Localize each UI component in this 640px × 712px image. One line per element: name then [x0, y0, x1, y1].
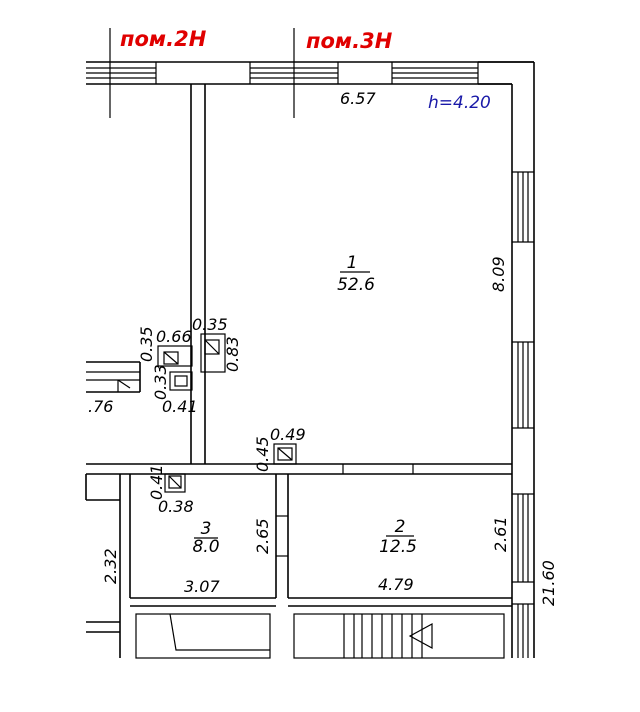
room2-number: 2: [395, 517, 406, 537]
premise-2n-label: пом.2Н: [120, 27, 207, 51]
dim-shaft-e-width: 0.38: [158, 497, 194, 516]
shaft-b: [157, 345, 193, 367]
stair-fixture: [135, 613, 505, 659]
dim-room1-height: 8.09: [489, 256, 508, 292]
top-wall: [86, 61, 534, 85]
dim-shaft-d-width: 0.49: [270, 425, 306, 444]
room1-area: 52.6: [337, 275, 375, 295]
shaft-e: [164, 473, 186, 493]
dim-overall: 21.60: [539, 560, 558, 606]
window-right-4: [512, 603, 534, 658]
room3-number: 3: [201, 519, 212, 539]
window-top-right: [391, 62, 479, 84]
dim-room3-width: 3.07: [184, 577, 220, 596]
dim-shaft-a-width: 0.35: [192, 315, 228, 334]
shaft-a: [200, 333, 226, 373]
dim-shaft-d-height: 0.45: [253, 436, 272, 472]
room1-bottom-wall: [86, 463, 512, 475]
room1-number: 1: [347, 253, 358, 273]
ceiling-height-label: h=4.20: [428, 93, 491, 113]
room1-left-wall: [190, 84, 206, 464]
window-right-2: [512, 341, 534, 429]
dim-shaft-e-height: 0.41: [147, 464, 166, 500]
dim-room2-width: 4.79: [378, 575, 414, 594]
shaft-d: [273, 443, 297, 465]
room2-area: 12.5: [379, 537, 417, 557]
room3-area: 8.0: [192, 537, 219, 557]
dim-shaft-c-height: 0.33: [151, 364, 170, 400]
dim-shaft-b-height: 0.35: [137, 326, 156, 362]
dim-left-height: 2.32: [101, 548, 120, 584]
label-axis-lines: [109, 28, 295, 118]
dim-shaft-a-height: 0.83: [223, 336, 242, 372]
right-wall: [511, 62, 535, 658]
shaft-c: [169, 371, 193, 391]
dim-left-cut: .76: [88, 397, 113, 416]
window-right-1: [512, 171, 534, 243]
left-partial-walls: [85, 361, 141, 633]
dim-top-width: 6.57: [340, 89, 376, 108]
dim-room2-height: 2.61: [491, 516, 510, 552]
dim-shaft-c-width: 0.41: [162, 397, 198, 416]
window-top-left: [86, 62, 157, 84]
room3-walls: [129, 474, 289, 599]
window-right-3: [512, 493, 534, 583]
room2-walls: [119, 474, 512, 658]
premise-3n-label: пом.3Н: [306, 29, 393, 53]
dim-room3-height: 2.65: [253, 518, 272, 554]
dim-shaft-b-width: 0.66: [156, 327, 192, 346]
